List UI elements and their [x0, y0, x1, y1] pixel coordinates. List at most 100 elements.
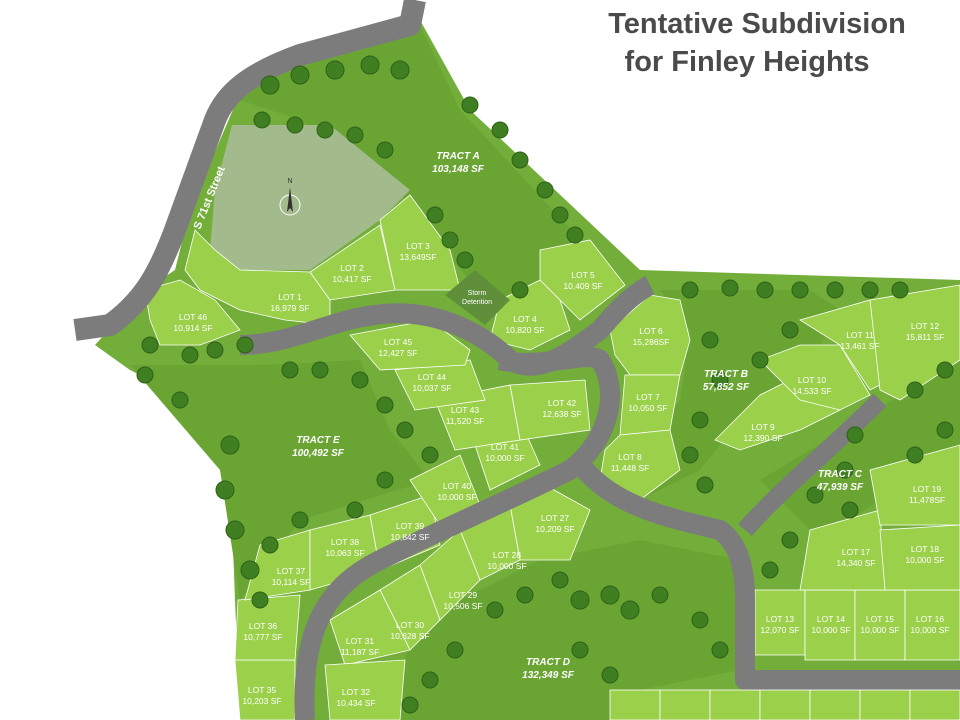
- road-network: [73, 0, 960, 720]
- lot-17-name: LOT 17: [842, 547, 870, 557]
- lot-37-area: 10,114 SF: [272, 577, 311, 587]
- tree: [491, 121, 509, 139]
- tree: [806, 486, 824, 504]
- lot-39-name: LOT 39: [396, 521, 424, 531]
- lot-14-area: 10,000 SF: [811, 625, 850, 635]
- park-area: [210, 125, 410, 270]
- lot-5-area: 10,409 SF: [563, 281, 602, 291]
- lot-12-area: 15,811 SF: [906, 332, 945, 342]
- tree: [456, 251, 474, 269]
- storm-detention-label-2: Detention: [462, 299, 492, 306]
- lot-19-area: 11,478SF: [909, 495, 945, 505]
- bottom-lot-parcel: [909, 689, 960, 720]
- tree: [290, 65, 310, 85]
- tree: [311, 361, 329, 379]
- tree: [696, 476, 714, 494]
- tree: [141, 336, 159, 354]
- lot-19-name: LOT 19: [913, 484, 941, 494]
- tree: [791, 281, 809, 299]
- tract-e-area: 100,492 SF: [292, 448, 345, 459]
- lot-28-name: LOT 28: [493, 550, 521, 560]
- lot-16-name: LOT 16: [916, 614, 944, 624]
- north-arrow-needle: [287, 187, 293, 212]
- lot-45-area: 12,427 SF: [378, 348, 417, 358]
- lot-38-area: 10,063 SF: [325, 548, 364, 558]
- tree: [225, 520, 245, 540]
- tree: [511, 151, 529, 169]
- tree: [325, 60, 345, 80]
- road-loop-north: [239, 276, 655, 376]
- tree: [681, 446, 699, 464]
- tree: [781, 321, 799, 339]
- north-arrow-icon: N: [279, 178, 301, 216]
- lot-9-name: LOT 9: [751, 422, 775, 432]
- lot-3-area: 13,649SF: [400, 252, 437, 262]
- lot-44-name: LOT 44: [418, 372, 446, 382]
- lot-11-name: LOT 11: [846, 330, 874, 340]
- lot-5-parcel: [539, 239, 626, 321]
- lot-6-area: 15,286SF: [633, 337, 670, 347]
- tree: [426, 206, 444, 224]
- lot-35-area: 10,203 SF: [242, 696, 281, 706]
- tree: [566, 226, 584, 244]
- bottom-lot-parcel: [759, 689, 811, 720]
- tree: [351, 371, 369, 389]
- tree: [220, 435, 240, 455]
- tree: [721, 279, 739, 297]
- lot-13-name: LOT 13: [766, 614, 794, 624]
- tract-c-name: TRACT C: [818, 469, 863, 480]
- lot-1-name: LOT 1: [278, 292, 302, 302]
- tree: [376, 471, 394, 489]
- tree: [401, 696, 419, 714]
- tree: [906, 381, 924, 399]
- lot-1-area: 16,979 SF: [270, 303, 309, 313]
- tree: [571, 641, 589, 659]
- tree: [396, 421, 414, 439]
- map-title-line-1: Tentative Subdivision: [608, 8, 906, 40]
- tree: [360, 55, 380, 75]
- tree: [261, 536, 279, 554]
- lot-46-name: LOT 46: [179, 312, 207, 322]
- lot-8-name: LOT 8: [618, 452, 642, 462]
- tract-c-area: 47,939 SF: [816, 482, 864, 493]
- tree: [136, 366, 154, 384]
- tract-b-area: [620, 290, 840, 500]
- tree: [711, 371, 729, 389]
- lot-42-name: LOT 42: [548, 398, 576, 408]
- tree: [651, 586, 669, 604]
- tree: [281, 361, 299, 379]
- lot-43-name: LOT 43: [451, 405, 479, 415]
- tract-a-name: TRACT A: [436, 151, 480, 162]
- bottom-lot-parcel: [809, 689, 861, 720]
- tree-group: [136, 55, 954, 714]
- tree: [906, 446, 924, 464]
- tract-labels: TRACT A 103,148 SF TRACT B 57,852 SF TRA…: [292, 151, 864, 681]
- lot-45-name: LOT 45: [384, 337, 412, 347]
- lot-40-area: 10,000 SF: [437, 492, 476, 502]
- lot-27-area: 10,209 SF: [535, 524, 574, 534]
- tree: [441, 231, 459, 249]
- lot-15-name: LOT 15: [866, 614, 894, 624]
- lot-5-name: LOT 5: [571, 270, 595, 280]
- tree: [346, 501, 364, 519]
- tree: [240, 560, 260, 580]
- lot-13-area: 12,070 SF: [760, 625, 799, 635]
- storm-detention-label-1: Storm: [468, 290, 487, 297]
- lot-36-area: 10,777 SF: [243, 632, 282, 642]
- tree: [701, 331, 719, 349]
- lot-16-area: 10,000 SF: [910, 625, 949, 635]
- lot-31-area: 11,187 SF: [341, 647, 380, 657]
- tree: [516, 586, 534, 604]
- tree: [861, 281, 879, 299]
- lot-32-name: LOT 32: [342, 687, 370, 697]
- lot-35-name: LOT 35: [248, 685, 276, 695]
- tree: [711, 641, 729, 659]
- lot-4-name: LOT 4: [513, 314, 537, 324]
- tree: [181, 346, 199, 364]
- lot-9-area: 12,390 SF: [743, 433, 782, 443]
- tree: [846, 426, 864, 444]
- lot-32-area: 10,434 SF: [336, 698, 375, 708]
- lot-18-parcel: [879, 524, 960, 591]
- tree: [620, 600, 640, 620]
